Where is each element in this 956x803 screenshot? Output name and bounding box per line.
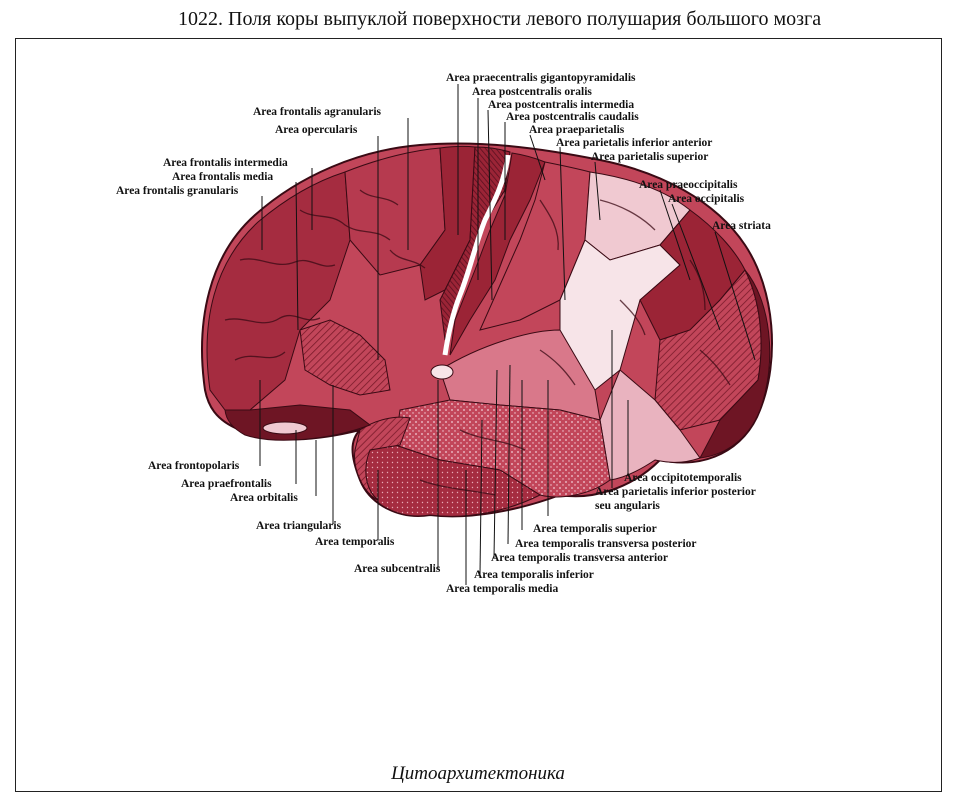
label-postcentralis-oralis: Area postcentralis oralis [472,86,592,98]
sulci [224,189,731,496]
label-frontalis-media: Area frontalis media [172,171,274,183]
label-parietalis-inferior-posterior: Area parietalis inferior posterior [595,486,756,498]
label-subcentralis: Area subcentralis [354,563,441,575]
label-temporalis: Area temporalis [315,536,395,548]
region-occipitotemporalis [599,369,701,481]
leader-lines [259,84,756,585]
label-frontopolaris: Area frontopolaris [148,460,240,472]
figure-caption: Цитоархитектоника [391,763,565,784]
label-frontalis-agranularis: Area frontalis agranularis [253,106,381,118]
label-praecentralis-gigantopyramidalis: Area praecentralis gigantopyramidalis [446,72,636,84]
label-praeparietalis: Area praeparietalis [529,124,625,136]
label-orbitalis: Area orbitalis [230,492,298,504]
label-frontalis-intermedia: Area frontalis intermedia [163,157,288,169]
figure-frame [15,38,942,792]
region-frontalis-agranularis [419,145,476,301]
label-parietalis-superior: Area parietalis superior [591,151,709,163]
region-striata [699,269,771,459]
label-parietalis-inferior-anterior: Area parietalis inferior anterior [556,137,713,149]
label-praeoccipitalis: Area praeoccipitalis [639,179,738,191]
region-praefrontalis [262,421,308,435]
label-temporalis-transversa-posterior: Area temporalis transversa posterior [515,538,697,550]
label-occipitotemporalis: Area occipitotemporalis [624,472,742,484]
label-postcentralis-intermedia: Area postcentralis intermedia [488,99,635,111]
region-subcentralis [430,364,454,380]
figure-title: 1022. Поля коры выпуклой поверхности лев… [178,8,822,30]
region-temporalis [354,416,411,501]
label-postcentralis-caudalis: Area postcentralis caudalis [506,111,639,123]
label-triangularis: Area triangularis [256,520,342,532]
label-temporalis-superior: Area temporalis superior [533,523,657,535]
label-occipitalis: Area occipitalis [668,193,745,205]
label-seu-angularis: seu angularis [595,500,660,512]
region-frontalis-intermedia [344,147,446,276]
label-temporalis-inferior: Area temporalis inferior [474,569,594,581]
label-temporalis-media: Area temporalis media [446,583,559,595]
label-temporalis-transversa-anterior: Area temporalis transversa anterior [491,552,669,564]
label-striata: Area striata [712,220,771,232]
region-opercularis-triangularis [299,319,391,396]
label-frontalis-granularis: Area frontalis granularis [116,185,239,197]
label-praefrontalis: Area praefrontalis [181,478,272,490]
central-sulcus [442,154,511,356]
label-opercularis: Area opercularis [275,124,358,136]
